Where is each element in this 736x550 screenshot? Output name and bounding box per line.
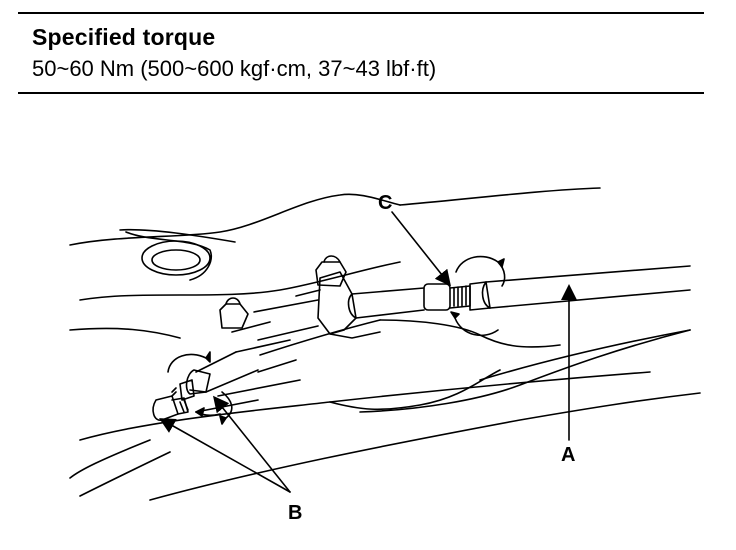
brake-tube-b bbox=[69, 351, 301, 497]
callout-label-c: C bbox=[378, 192, 393, 214]
flare-nut-b-upper bbox=[171, 369, 211, 401]
spec-value: 50~60 Nm (500~600 kgf·cm, 37~43 lbf·ft) bbox=[32, 56, 437, 81]
grommet-hole bbox=[125, 231, 212, 281]
callout-leader-b bbox=[159, 395, 291, 493]
callout-leader-c bbox=[391, 211, 451, 287]
spec-title: Specified torque bbox=[32, 24, 216, 50]
body-panel-outline bbox=[69, 187, 701, 501]
rotation-arrow-b bbox=[167, 351, 233, 425]
callout-label-a: A bbox=[561, 444, 576, 466]
flare-nut-b-lower bbox=[152, 395, 189, 421]
body-nut-rear bbox=[315, 255, 347, 287]
callout-label-b: B bbox=[288, 502, 303, 524]
top-rule bbox=[18, 12, 704, 14]
rotation-arrow-c bbox=[450, 255, 506, 337]
flare-nut-c bbox=[347, 281, 491, 319]
body-nut-front bbox=[219, 297, 291, 353]
brake-tube-a bbox=[481, 265, 691, 309]
valve-body bbox=[253, 271, 381, 373]
bottom-rule bbox=[18, 92, 704, 94]
